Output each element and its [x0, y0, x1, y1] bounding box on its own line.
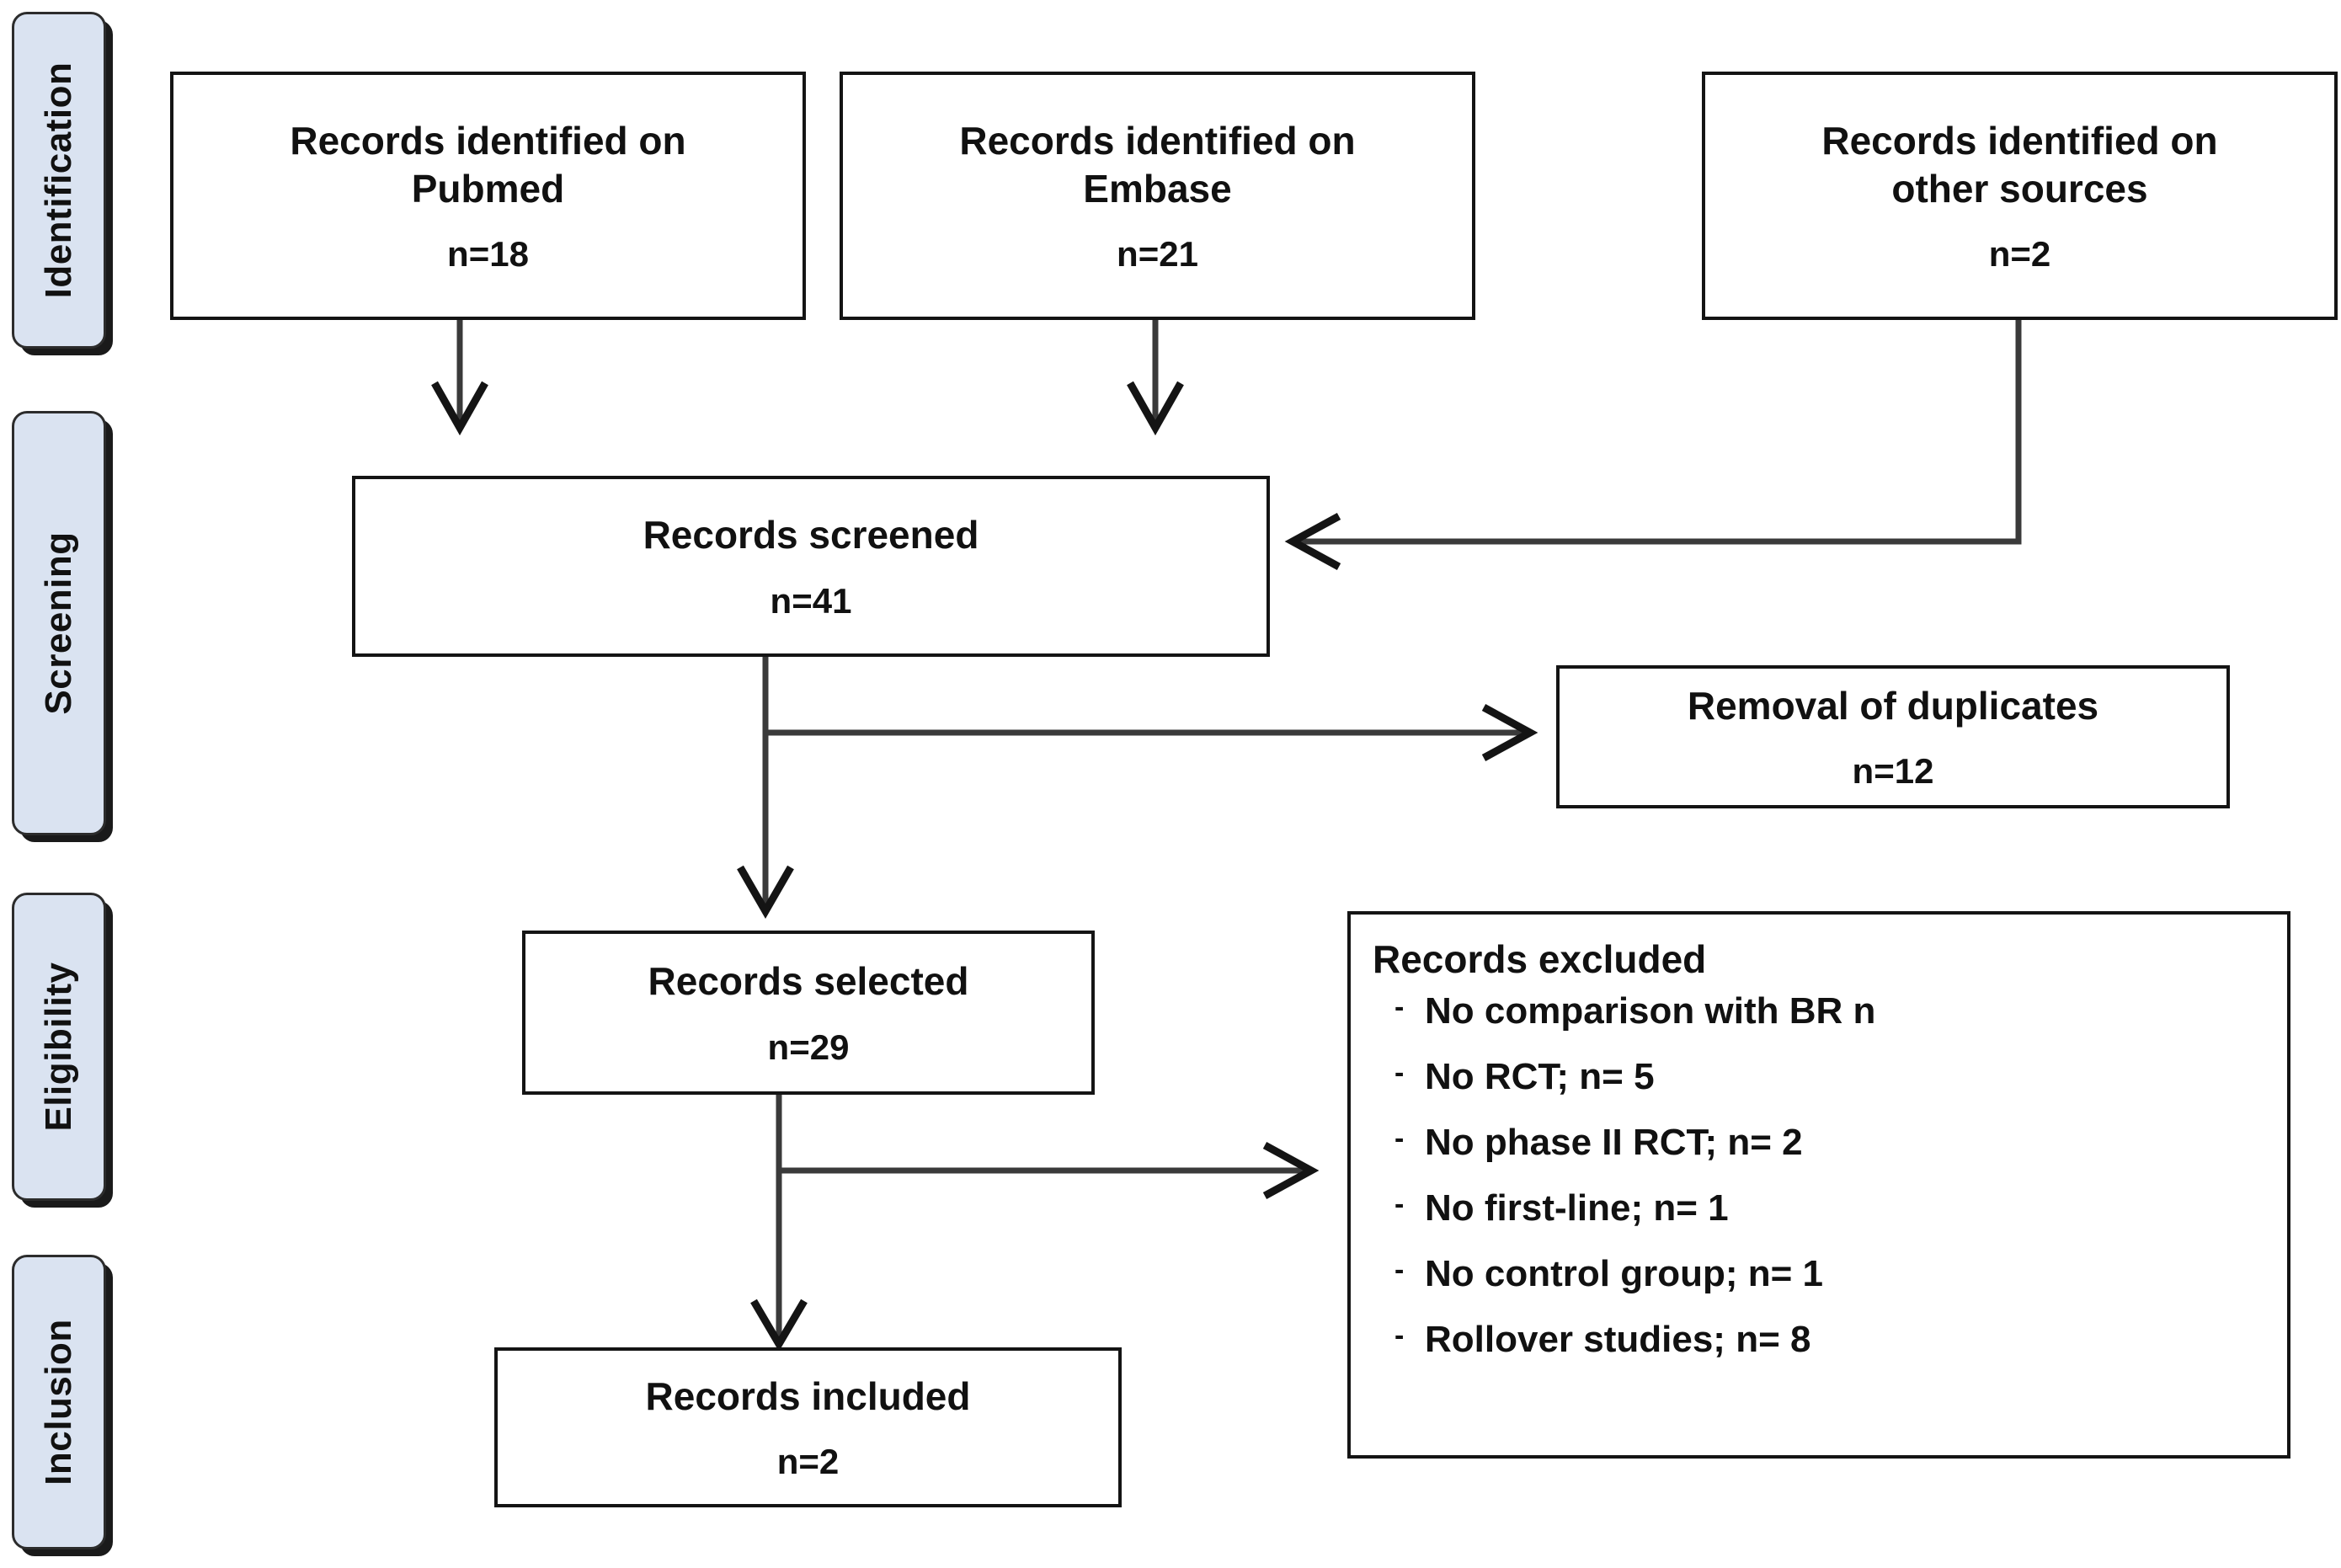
box-title-included: Records included: [645, 1373, 971, 1418]
list-item: - No first-line; n= 1: [1373, 1187, 2287, 1229]
box-records-included: Records included n=2: [494, 1347, 1122, 1507]
excluded-reason-text: No RCT; n= 5: [1425, 1055, 1655, 1097]
stage-label-screening: Screening: [38, 531, 79, 715]
box-title-screened: Records screened: [643, 513, 979, 557]
box-title-selected: Records selected: [648, 959, 969, 1004]
box-records-screened: Records screened n=41: [352, 476, 1270, 657]
box-count-embase: n=21: [1117, 233, 1198, 274]
excluded-reason-text: No comparison with BR n: [1425, 989, 1876, 1032]
stage-label-inclusion: Inclusion: [38, 1319, 79, 1485]
box-records-identified-pubmed: Records identified on Pubmed n=18: [170, 72, 806, 320]
bullet-dash-icon: -: [1394, 1253, 1405, 1286]
excluded-reason-list: - No comparison with BR n - No RCT; n= 5…: [1373, 989, 2287, 1360]
stage-bar-identification: Identification: [12, 12, 106, 349]
excluded-reason-text: Rollover studies; n= 8: [1425, 1318, 1811, 1360]
list-item: - No phase II RCT; n= 2: [1373, 1121, 2287, 1163]
box-title-embase: Records identified on Embase: [959, 119, 1356, 211]
list-item: - Rollover studies; n= 8: [1373, 1318, 2287, 1360]
box-title-duplicates: Removal of duplicates: [1687, 683, 2099, 728]
stage-bar-screening: Screening: [12, 411, 106, 835]
list-item: - No control group; n= 1: [1373, 1252, 2287, 1294]
bullet-dash-icon: -: [1394, 990, 1405, 1023]
box-title-other-sources: Records identified on other sources: [1821, 119, 2218, 211]
box-records-identified-embase: Records identified on Embase n=21: [840, 72, 1475, 320]
bullet-dash-icon: -: [1394, 1122, 1405, 1155]
arrow-other-to-screened: [1297, 318, 2022, 545]
box-count-selected: n=29: [767, 1027, 850, 1067]
box-count-screened: n=41: [770, 580, 852, 621]
stage-bar-inclusion: Inclusion: [12, 1255, 106, 1549]
box-count-included: n=2: [776, 1442, 840, 1482]
box-count-other-sources: n=2: [1988, 233, 2051, 274]
excluded-reason-text: No first-line; n= 1: [1425, 1187, 1729, 1229]
list-item: - No comparison with BR n: [1373, 989, 2287, 1032]
box-records-identified-other-sources: Records identified on other sources n=2: [1702, 72, 2338, 320]
box-title-pubmed: Records identified on Pubmed: [290, 119, 686, 211]
box-count-duplicates: n=12: [1852, 751, 1934, 792]
box-records-excluded: Records excluded - No comparison with BR…: [1347, 911, 2290, 1459]
excluded-title: Records excluded: [1373, 937, 1707, 981]
box-removal-of-duplicates: Removal of duplicates n=12: [1556, 665, 2230, 808]
bullet-dash-icon: -: [1394, 1056, 1405, 1089]
box-count-pubmed: n=18: [447, 233, 529, 274]
box-records-selected: Records selected n=29: [522, 931, 1095, 1095]
stage-label-eligibility: Eligibility: [38, 962, 79, 1132]
list-item: - No RCT; n= 5: [1373, 1055, 2287, 1097]
excluded-reason-text: No control group; n= 1: [1425, 1252, 1823, 1294]
bullet-dash-icon: -: [1394, 1187, 1405, 1220]
stage-label-identification: Identification: [38, 61, 79, 299]
bullet-dash-icon: -: [1394, 1319, 1405, 1352]
excluded-reason-text: No phase II RCT; n= 2: [1425, 1121, 1803, 1163]
stage-bar-eligibility: Eligibility: [12, 893, 106, 1201]
